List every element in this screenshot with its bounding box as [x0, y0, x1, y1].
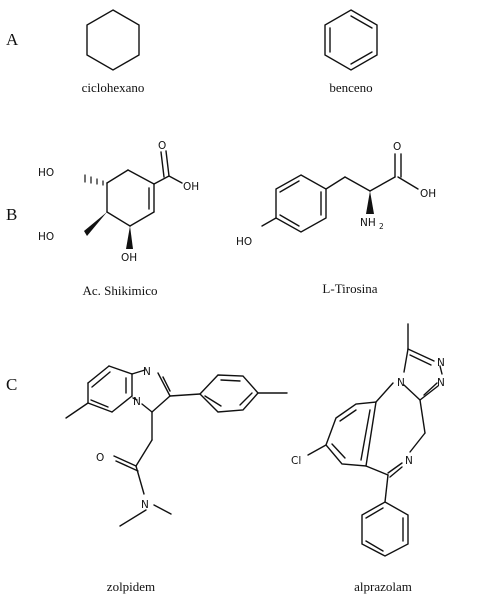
alprazolam-n-triazole-top: N: [437, 357, 445, 369]
caption-zolpidem: zolpidem: [107, 579, 155, 594]
shikimic-ho-mid: HO: [38, 231, 54, 243]
zolpidem-n-bridge: N: [133, 396, 141, 408]
shikimic-oh-acid: OH: [183, 181, 199, 193]
caption-alprazolam: alprazolam: [354, 579, 412, 594]
alprazolam-structure: [307, 323, 443, 557]
caption-benceno: benceno: [329, 80, 372, 95]
shikimic-ho-top: HO: [38, 167, 54, 179]
alprazolam-n-triazole-right: N: [437, 377, 445, 389]
tyrosine-structure: [261, 153, 419, 233]
zolpidem-n-imine: N: [143, 366, 151, 378]
tyrosine-ho-phenol: HO: [236, 236, 252, 248]
section-letter-a: A: [6, 30, 19, 49]
zolpidem-n-amide: N: [141, 499, 149, 511]
caption-ciclohexano: ciclohexano: [82, 80, 145, 95]
alprazolam-n-ring: N: [397, 377, 405, 389]
cyclohexane-structure: [86, 9, 140, 71]
caption-tirosina: L-Tirosina: [322, 281, 377, 296]
wedge-bond-bottom: [126, 226, 133, 249]
shikimic-oh-bottom: OH: [121, 252, 137, 264]
benzene-structure: [324, 9, 378, 71]
alprazolam-n-imine: N: [405, 455, 413, 467]
hashed-bond-top: [84, 174, 104, 186]
tyrosine-o-carbonyl: O: [393, 141, 401, 153]
tyrosine-nh-subscript: 2: [379, 222, 384, 231]
alprazolam-cl: Cl: [291, 455, 301, 467]
section-letter-b: B: [6, 205, 17, 224]
section-letter-c: C: [6, 375, 17, 394]
tyrosine-nh: NH: [360, 217, 376, 229]
zolpidem-structure: [65, 365, 288, 527]
tyrosine-wedge-amine: [366, 191, 374, 214]
wedge-bond-mid: [84, 212, 107, 236]
caption-shikimico: Ac. Shikimico: [82, 283, 157, 298]
shikimic-o-carbonyl: O: [158, 140, 166, 152]
shikimic-acid-structure: [84, 150, 183, 249]
zolpidem-o-amide: O: [96, 452, 104, 464]
tyrosine-oh-acid: OH: [420, 188, 436, 200]
